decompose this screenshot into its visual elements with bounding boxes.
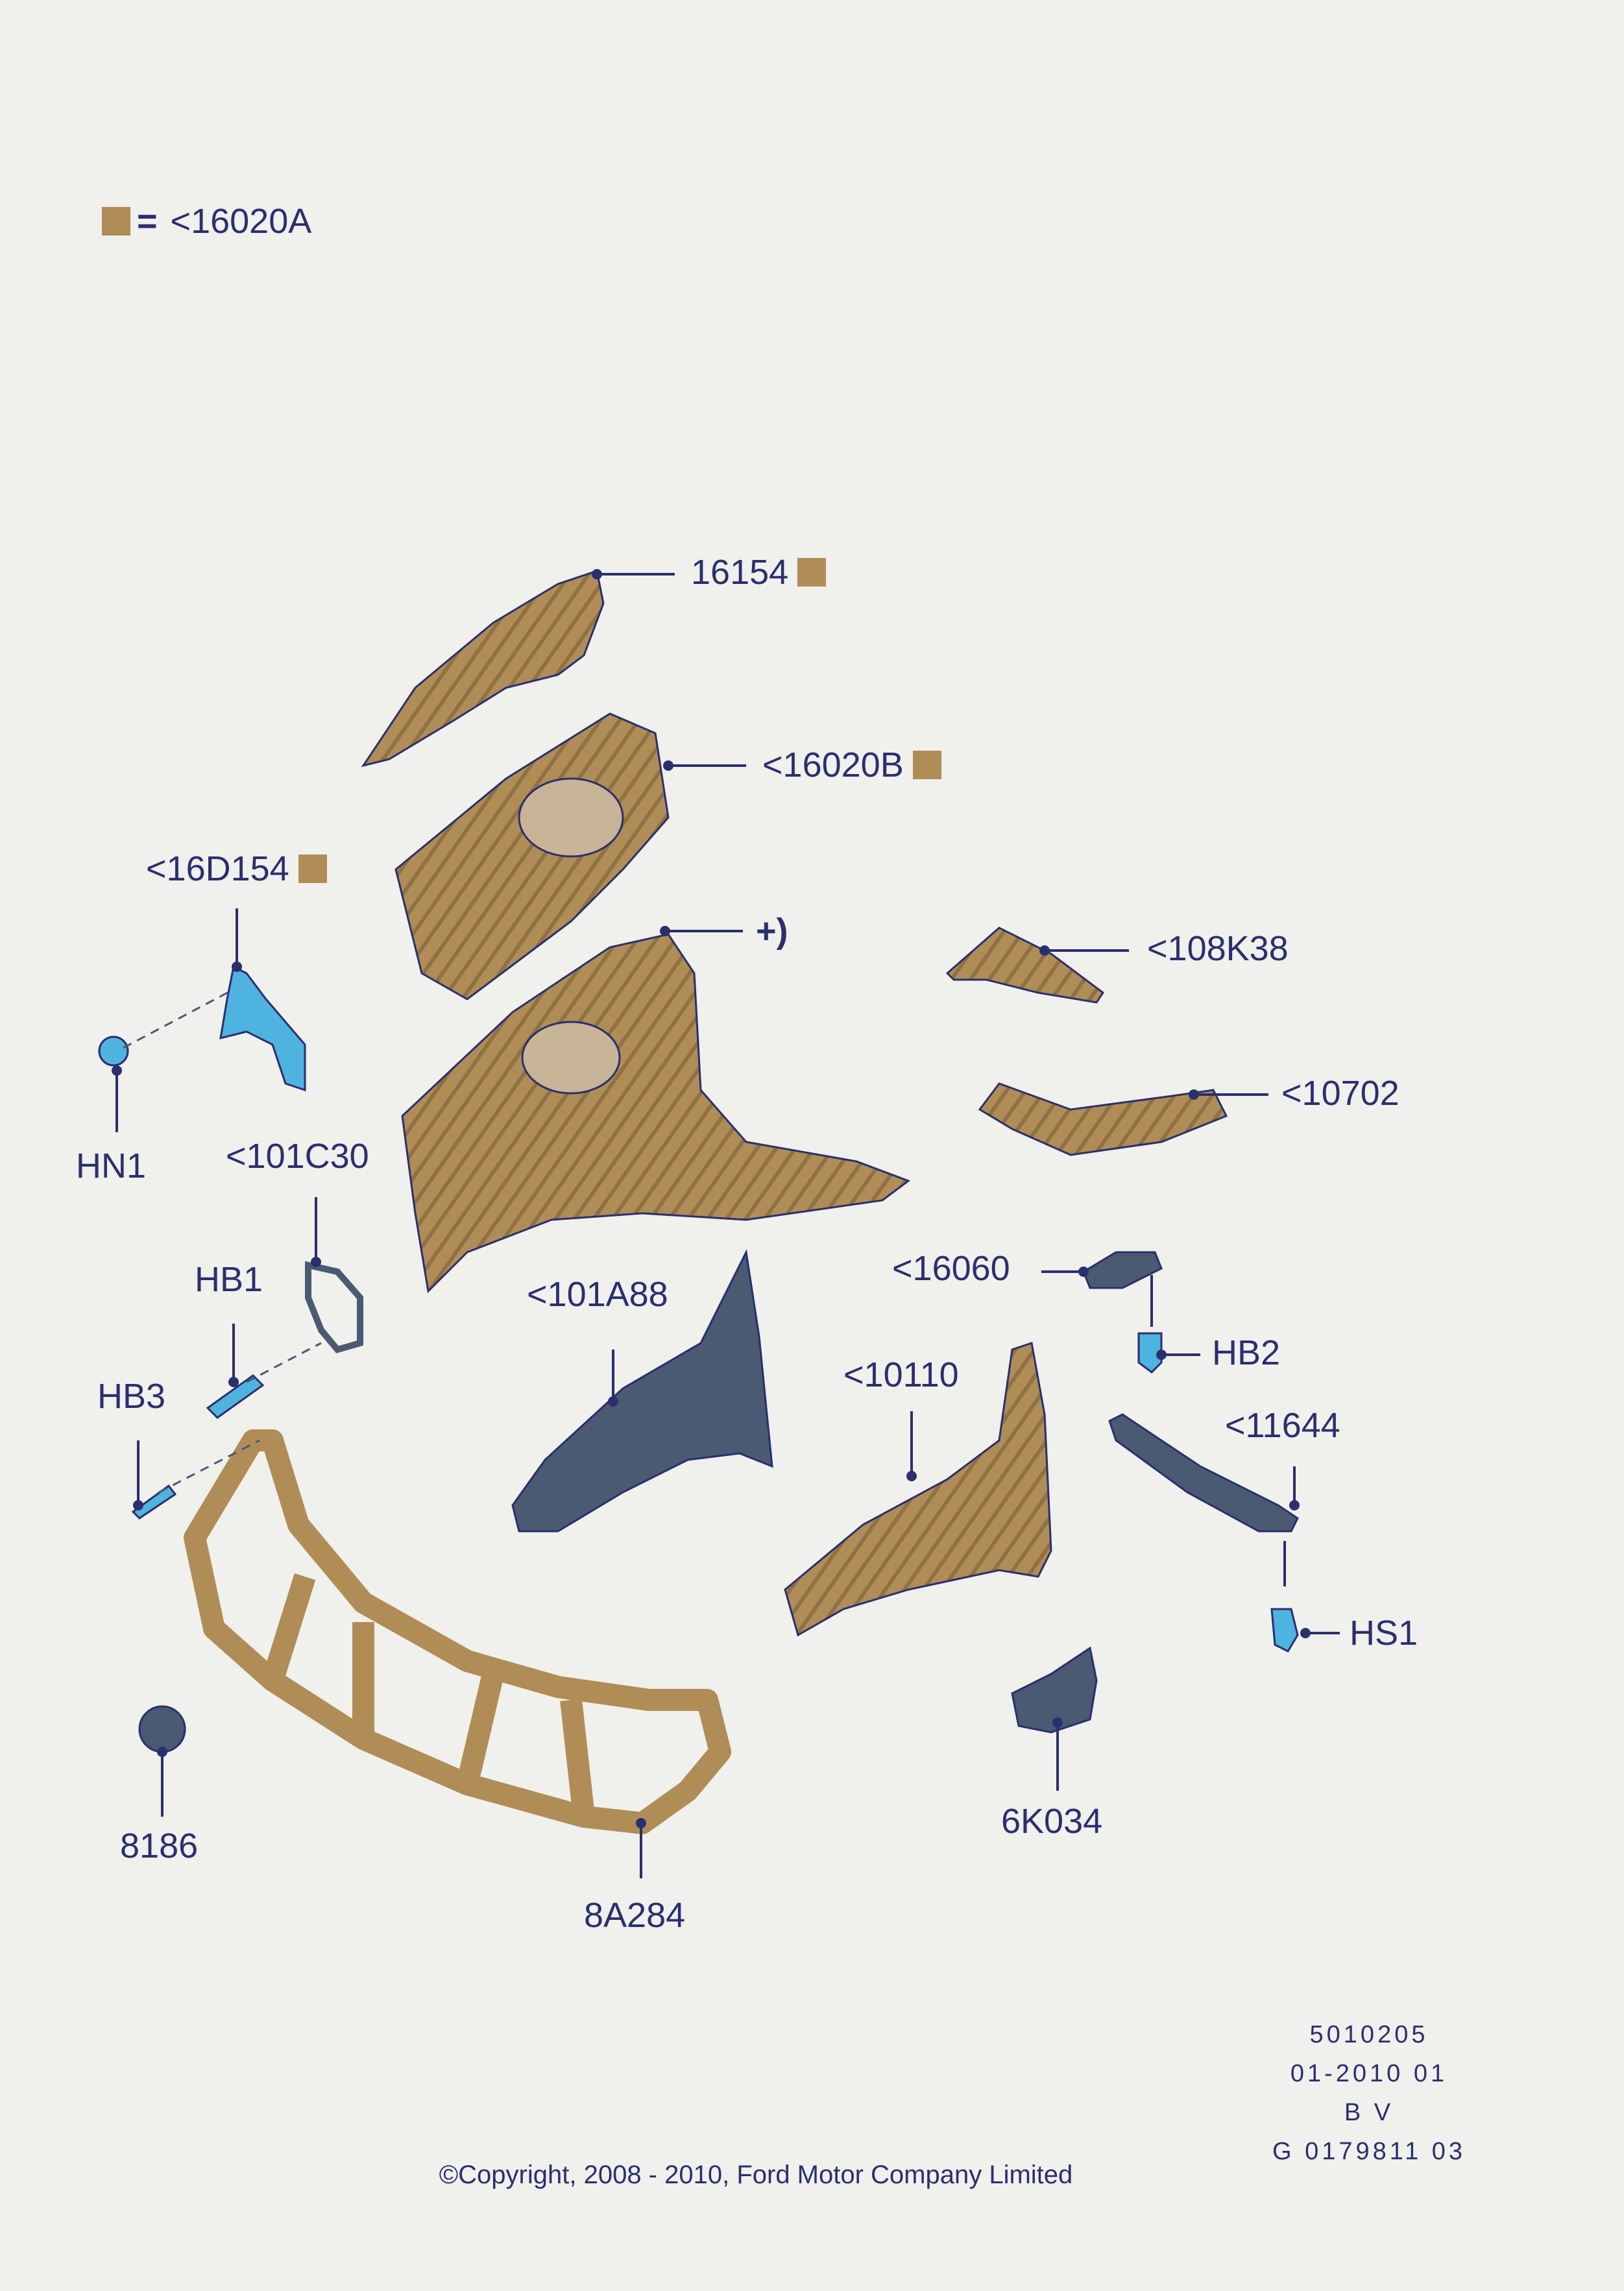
callout-101C30: <101C30 (226, 1137, 369, 1176)
legend-label: <16020A (170, 202, 312, 241)
callout-16154-text: 16154 (691, 553, 789, 592)
leader-lines (115, 573, 1340, 1878)
legend: = <16020A (102, 201, 311, 241)
part-101A88 (511, 1249, 773, 1533)
doc-id: G 0179811 03 (1272, 2138, 1466, 2165)
copyright: ©Copyright, 2008 - 2010, Ford Motor Comp… (439, 2161, 1073, 2189)
callout-16060: <16060 (892, 1249, 1010, 1288)
callout-HB2: HB2 (1212, 1333, 1281, 1372)
part-6K034 (1011, 1646, 1098, 1734)
swatch-16D154 (298, 854, 327, 883)
callout-6K034: 6K034 (1001, 1802, 1103, 1841)
leader-dots (112, 569, 1311, 1828)
callout-16154: 16154 (691, 553, 827, 592)
swatch-16020B (912, 750, 941, 779)
part-108K38 (945, 927, 1105, 1004)
callout-16020B-text: <16020B (762, 745, 904, 784)
callout-11644: <11644 (1225, 1406, 1340, 1445)
part-16D154 (219, 965, 306, 1092)
swatch-16154 (797, 557, 827, 587)
fastener-HB1 (206, 1374, 265, 1419)
callout-HN1: HN1 (76, 1146, 147, 1185)
callout-16020B: <16020B (762, 747, 941, 782)
fastener-HN1 (98, 1036, 129, 1067)
callout-101A88: <101A88 (527, 1275, 668, 1314)
part-apron-assembly (401, 933, 911, 1294)
callout-8A284: 8A284 (584, 1896, 686, 1935)
legend-equals: = (137, 202, 158, 241)
doc-number: 5010205 (1309, 2021, 1429, 2048)
callout-8186: 8186 (120, 1826, 199, 1865)
callout-HB3: HB3 (97, 1377, 166, 1416)
doc-code: B V (1344, 2099, 1394, 2126)
fastener-HB2 (1137, 1332, 1163, 1374)
part-8186 (138, 1705, 186, 1753)
legend-swatch (102, 206, 130, 236)
callout-10110: <10110 (843, 1355, 959, 1394)
part-16060 (1082, 1251, 1163, 1289)
part-11644 (1108, 1413, 1299, 1533)
part-16154 (361, 570, 605, 768)
assembly-lines (123, 988, 322, 1494)
callout-HS1: HS1 (1350, 1614, 1418, 1653)
callout-plus: +) (756, 912, 788, 951)
callout-108K38: <108K38 (1147, 929, 1289, 968)
fastener-HS1 (1270, 1608, 1299, 1653)
callout-16D154-text: <16D154 (146, 849, 289, 888)
fastener-HB3 (131, 1484, 177, 1520)
part-10110 (784, 1342, 1052, 1637)
part-8A284 (184, 1429, 731, 1834)
callout-16D154: <16D154 (146, 851, 327, 886)
callout-10702: <10702 (1281, 1074, 1400, 1113)
doc-date: 01-2010 01 (1290, 2060, 1448, 2087)
part-10702 (978, 1082, 1228, 1156)
part-16020B (394, 712, 670, 1000)
part-101C30 (305, 1261, 363, 1353)
callout-HB1: HB1 (195, 1260, 263, 1299)
